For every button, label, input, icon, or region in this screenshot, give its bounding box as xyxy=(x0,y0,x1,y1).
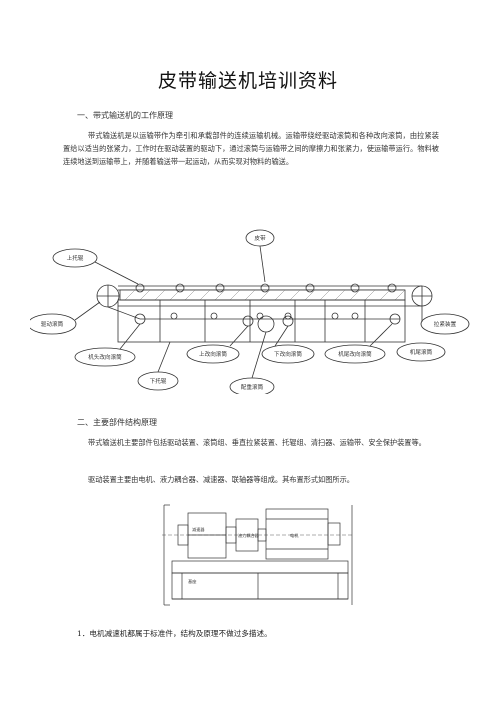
label-upper-idler: 上托辊 xyxy=(67,254,84,262)
label-upper-bend-pulley: 上改向滚筒 xyxy=(199,350,227,358)
label-tail-pulley: 机尾滚筒 xyxy=(410,348,433,356)
belt-conveyor-diagram: 皮带 上托辊 驱动滚筒 拉紧装置 机头改向滚筒 上改向滚筒 下改向滚筒 机尾改向… xyxy=(30,229,470,394)
label-coupling: 液力耦合器 xyxy=(238,532,260,539)
label-take-up: 拉紧装置 xyxy=(434,320,457,328)
section1-heading: 一、带式输送机的工作原理 xyxy=(77,111,173,120)
label-drive-pulley: 驱动滚筒 xyxy=(41,320,64,328)
document-title: 皮带输送机培训资料 xyxy=(157,70,338,92)
section1-paragraph: 带式输送机是以运输带作为牵引和承载部件的连续运输机械。运输带绕经驱动滚筒和各种改… xyxy=(63,131,439,166)
item-1: 1．电机减速机都属于标准件，结构及原理不做过多描述。 xyxy=(77,629,272,638)
section2-paragraph1: 带式输送机主要部件包括驱动装置、滚筒组、垂直拉紧装置、托辊组、清扫器、运输带、安… xyxy=(88,438,426,447)
label-head-bend-pulley: 机头改向滚筒 xyxy=(88,353,122,361)
label-lower-bend-pulley: 下改向滚筒 xyxy=(274,350,302,358)
drive-unit-diagram: 减速器 液力耦合器 电机 基座 xyxy=(162,504,354,606)
label-motor: 电机 xyxy=(290,532,299,539)
section2-heading: 二、主要部件结构原理 xyxy=(77,418,157,427)
label-counterweight-pulley: 配重滚筒 xyxy=(241,383,264,391)
label-lower-idler: 下托辊 xyxy=(150,377,167,385)
label-reducer: 减速器 xyxy=(192,526,205,533)
label-base: 基座 xyxy=(188,578,196,585)
label-tail-bend-pulley: 机尾改向滚筒 xyxy=(338,350,372,358)
label-belt: 皮带 xyxy=(254,234,266,242)
section2-paragraph2: 驱动装置主要由电机、液力耦合器、减速器、联轴器等组成。其布置形式如图所示。 xyxy=(88,475,354,484)
